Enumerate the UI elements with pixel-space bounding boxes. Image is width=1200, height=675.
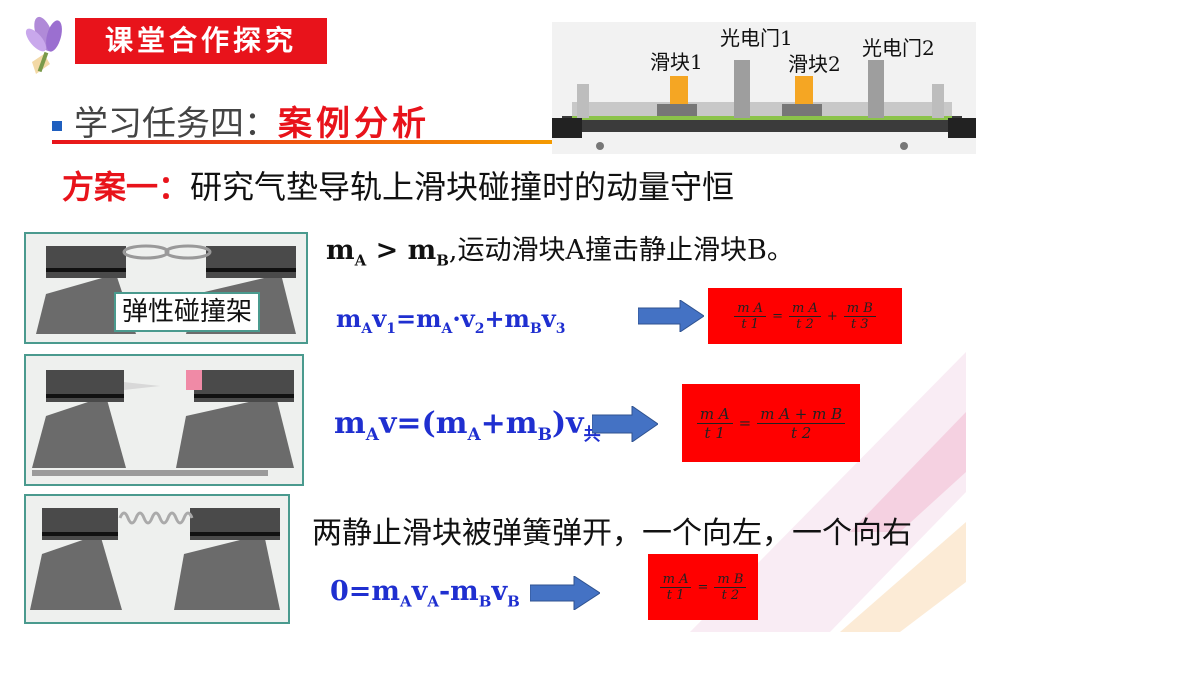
panel-spring-release — [24, 494, 290, 624]
case2-equation: mAv=(mA+mB)v共 — [334, 406, 601, 445]
decorative-stripes — [600, 352, 966, 632]
case1-equation: mAv1=mA·v2+mBv3 — [336, 304, 566, 337]
bullet-icon — [52, 120, 62, 131]
arrow-right-icon — [638, 300, 704, 332]
label-slider2: 滑块2 — [788, 52, 841, 76]
panel-velcro-collision — [24, 354, 304, 486]
section-badge: 课堂合作探究 — [75, 18, 327, 64]
lavender-icon — [14, 14, 72, 80]
task-highlight: 案例分析 — [278, 104, 430, 144]
label-gate1: 光电门1 — [720, 26, 793, 50]
label-slider1: 滑块1 — [650, 50, 703, 74]
case3-description: 两静止滑块被弹簧弹开，一个向左，一个向右 — [312, 516, 912, 551]
panel-spring-bumper: 弹性碰撞架 — [24, 232, 308, 344]
case3-equation: 0=mAvA-mBvB — [330, 576, 520, 611]
scheme-text: 研究气垫导轨上滑块碰撞时的动量守恒 — [190, 168, 735, 206]
task-underline — [52, 140, 572, 144]
scheme-label: 方案一： — [62, 168, 191, 206]
task-title: 学习任务四：案例分析 — [52, 96, 430, 145]
arrow-right-icon — [592, 406, 658, 442]
task-prefix: 学习任务四： — [74, 104, 278, 144]
arrow-right-icon — [530, 576, 600, 610]
bumper-label: 弹性碰撞架 — [114, 292, 261, 332]
case1-condition: mA > mB,运动滑块A撞击静止滑块B。 — [326, 235, 794, 270]
scheme-heading: 方案一：研究气垫导轨上滑块碰撞时的动量守恒 — [62, 162, 734, 208]
label-gate2: 光电门2 — [862, 36, 935, 60]
air-track-diagram: 滑块1 光电门1 滑块2 光电门2 — [552, 22, 976, 154]
